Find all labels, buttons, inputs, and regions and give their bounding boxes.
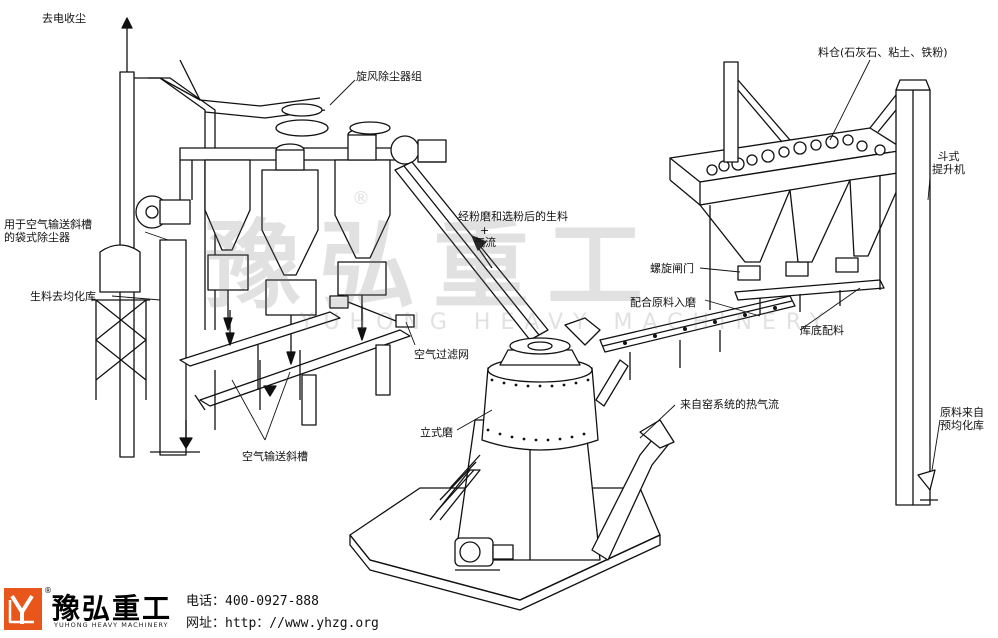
vertical-mill <box>349 317 661 611</box>
label-cyclone-group: 旋风除尘器组 <box>356 70 422 83</box>
label-hot-gas: 来自窑系统的热气流 <box>680 398 779 411</box>
label-airflow: 气流 <box>474 236 496 249</box>
flow-arrows <box>225 305 367 346</box>
label-ground-meal: 经粉磨和选粉后的生料 <box>458 210 568 223</box>
brand-name: 豫弘重工 <box>52 592 173 625</box>
label-air-slide: 空气输送斜槽 <box>242 450 308 463</box>
feed-conveyor <box>599 257 885 380</box>
label-to-precipitator: 去电收尘 <box>42 12 86 25</box>
raw-material-silos <box>669 61 906 310</box>
contact-website[interactable]: 网址：http：//www.yhzg.org <box>186 616 379 631</box>
bag-filter-tower <box>92 17 216 458</box>
label-air-filter: 空气过滤网 <box>414 348 469 361</box>
registered-mark: ® <box>44 586 52 595</box>
hot-gas-duct <box>591 419 675 561</box>
label-raw-from-homogenizer: 原料来自 预均化库 <box>940 406 984 432</box>
label-vertical-mill: 立式磨 <box>420 426 453 439</box>
bucket-elevator <box>869 79 938 506</box>
cyclone-group <box>159 59 447 365</box>
leader-lines <box>111 59 941 471</box>
label-to-homogenizer: 生料去均化库 <box>30 290 96 303</box>
label-silo: 料仓(石灰石、粘土、铁粉) <box>818 46 948 59</box>
air-slide-troughs <box>179 295 415 449</box>
product-duct <box>394 161 549 341</box>
label-bucket-elevator: 斗式 提升机 <box>932 150 965 176</box>
label-silo-bottom-feed: 库底配料 <box>800 324 844 337</box>
contact-phone: 电话：400-0927-888 <box>186 594 319 609</box>
brand-name-english: YUHONG HEAVY MACHINERY <box>54 621 169 629</box>
label-feed-to-mill: 配合原料入磨 <box>630 296 696 309</box>
label-screw-gate: 螺旋闸门 <box>650 262 694 275</box>
label-bag-filter: 用于空气输送斜槽 的袋式除尘器 <box>4 218 92 244</box>
brand-logo <box>4 588 42 630</box>
label-plus: + <box>480 224 490 237</box>
